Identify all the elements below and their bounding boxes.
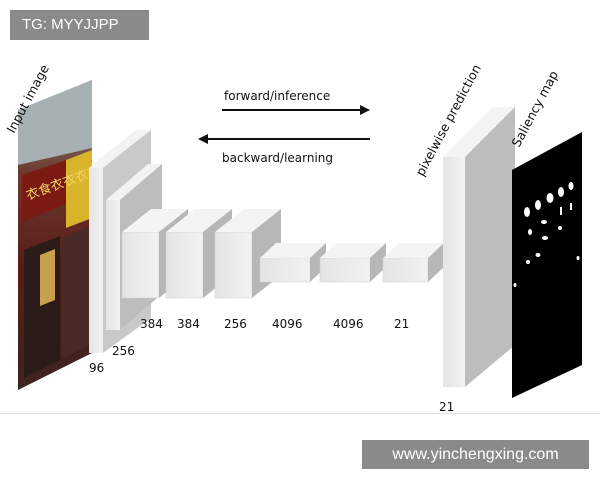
layer-conv5: [214, 209, 281, 299]
layer-label-4096a: 4096: [272, 317, 303, 331]
backward-arrow: [198, 134, 370, 144]
layer-label-4096b: 4096: [333, 317, 364, 331]
layer-label-21b: 21: [439, 400, 454, 414]
layer-pixelwise-prediction: [443, 107, 515, 387]
layer-label-96: 96: [89, 361, 104, 375]
saliency-map-label: Saliency map: [508, 68, 561, 149]
watermark-top: TG: MYYJJPP: [10, 10, 149, 40]
watermark-bottom: www.yinchengxing.com: [362, 440, 589, 469]
saliency-map: [512, 132, 582, 398]
layer-label-384a: 384: [140, 317, 163, 331]
layer-fc8: [382, 243, 444, 283]
layer-label-21a: 21: [394, 317, 409, 331]
backward-label: backward/learning: [222, 151, 333, 165]
layer-label-256: 256: [112, 344, 135, 358]
divider-line: [0, 413, 600, 414]
layer-label-256b: 256: [224, 317, 247, 331]
forward-label: forward/inference: [224, 89, 330, 103]
layer-fc6: [259, 243, 326, 283]
forward-arrow: [222, 105, 370, 115]
layer-fc7: [319, 243, 386, 283]
layer-label-384b: 384: [177, 317, 200, 331]
